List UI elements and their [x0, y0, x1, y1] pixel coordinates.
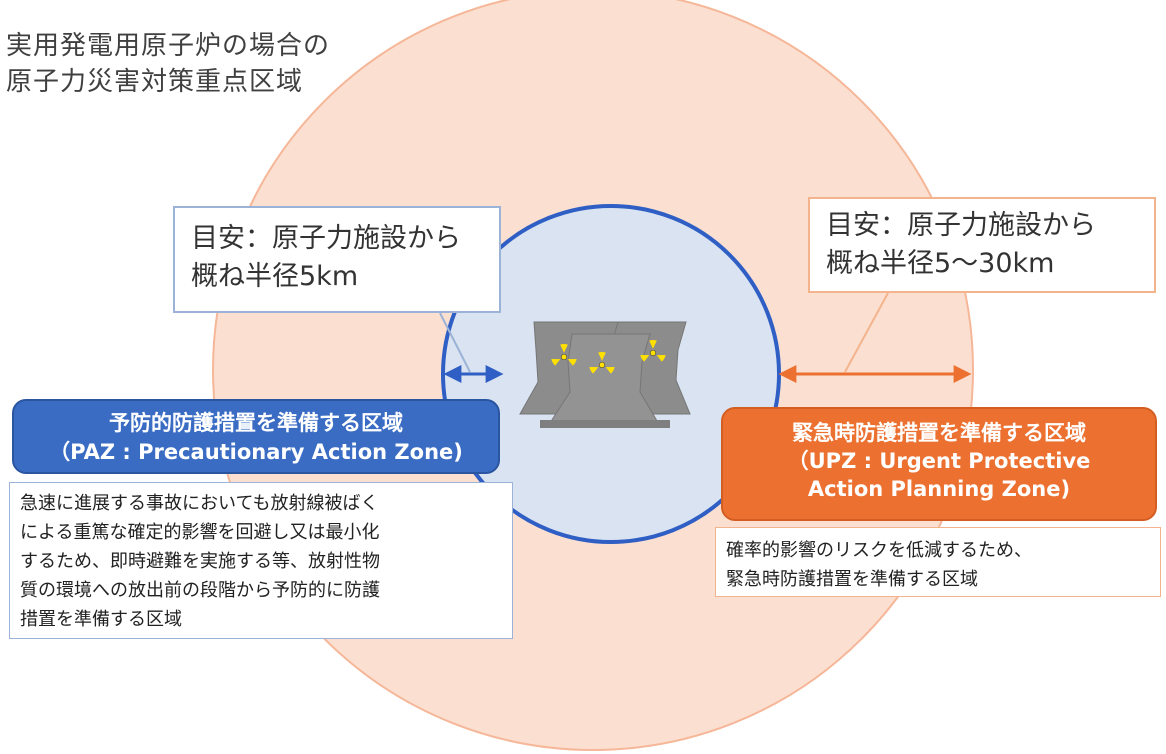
upz-description-line-2: 緊急時防護措置を準備する区域: [726, 569, 978, 590]
upz-zone-label: 緊急時防護措置を準備する区域 （UPZ : Urgent Protective …: [721, 407, 1157, 521]
upz-description: 確率的影響のリスクを低減するため、 緊急時防護措置を準備する区域: [715, 527, 1161, 597]
paz-radius-callout: 目安：原子力施設から 概ね半径5km: [173, 206, 501, 313]
paz-zone-label: 予防的防護措置を準備する区域 （PAZ : Precautionary Acti…: [12, 399, 500, 474]
upz-callout-leader: [844, 292, 889, 373]
paz-description-line-5: 措置を準備する区域: [20, 609, 182, 630]
upz-zone-abbr-2: Action Planning Zone): [807, 477, 1071, 501]
paz-description-line-3: するため、即時避難を実施する等、放射性物: [20, 551, 380, 572]
title-line-1: 実用発電用原子炉の場合の: [6, 31, 331, 61]
paz-description-line-4: 質の環境への放出前の段階から予防的に防護: [20, 580, 380, 601]
paz-description-line-2: による重篤な確定的影響を回避し又は最小化: [20, 522, 380, 543]
upz-description-line-1: 確率的影響のリスクを低減するため、: [726, 540, 1032, 561]
title-line-2: 原子力災害対策重点区域: [6, 67, 304, 97]
paz-callout-line-1: 目安：原子力施設から: [191, 223, 461, 254]
paz-zone-abbr: （PAZ : Precautionary Action Zone): [49, 440, 463, 464]
upz-callout-line-1: 目安：原子力施設から: [826, 210, 1096, 241]
upz-radius-callout: 目安：原子力施設から 概ね半径5〜30km: [808, 197, 1156, 293]
upz-zone-name: 緊急時防護措置を準備する区域: [792, 421, 1086, 445]
paz-description: 急速に進展する事故においても放射線被ばく による重篤な確定的影響を回避し又は最小…: [9, 482, 513, 639]
paz-description-line-1: 急速に進展する事故においても放射線被ばく: [20, 493, 379, 514]
upz-callout-line-2: 概ね半径5〜30km: [826, 248, 1055, 279]
paz-callout-leader: [439, 312, 471, 373]
diagram-title: 実用発電用原子炉の場合の 原子力災害対策重点区域: [6, 28, 330, 100]
upz-zone-abbr-1: （UPZ : Urgent Protective: [787, 449, 1091, 473]
paz-callout-line-2: 概ね半径5km: [191, 261, 359, 292]
paz-zone-name: 予防的防護措置を準備する区域: [109, 411, 403, 435]
nuclear-reactor-icon: [519, 321, 691, 428]
